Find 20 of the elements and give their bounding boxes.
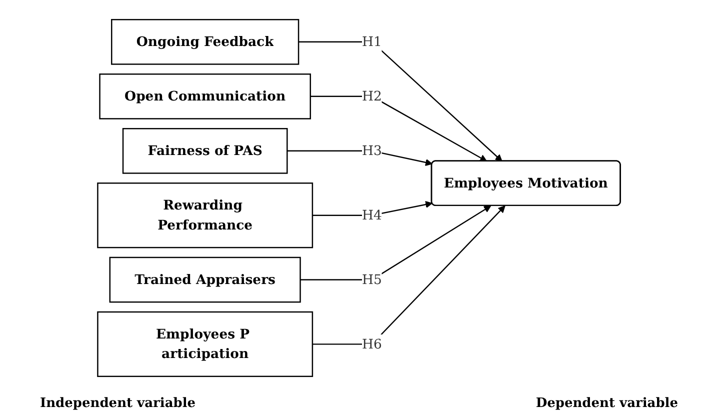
node-box: Trained Appraisers xyxy=(109,256,301,303)
axis-caption: Independent variable xyxy=(40,396,196,411)
edge-label: H5 xyxy=(362,272,382,288)
edge-label: H6 xyxy=(362,336,382,352)
arrow xyxy=(310,96,488,162)
node-box: Open Communication xyxy=(99,74,311,120)
node-box: Ongoing Feedback xyxy=(111,18,300,65)
edge-label: H4 xyxy=(362,207,382,223)
arrow xyxy=(312,200,433,216)
edge-label: H1 xyxy=(362,34,382,50)
arrow xyxy=(312,206,506,345)
arrow xyxy=(298,41,502,162)
node-box: Employees P articipation xyxy=(97,311,314,378)
arrow xyxy=(300,206,492,280)
edge-label: H2 xyxy=(362,88,382,104)
edge-label: H3 xyxy=(362,142,382,158)
node-box: Rewarding Performance xyxy=(97,182,314,248)
arrow xyxy=(287,150,433,166)
node-box: Fairness of PAS xyxy=(122,128,288,174)
axis-caption: Dependent variable xyxy=(536,396,678,411)
